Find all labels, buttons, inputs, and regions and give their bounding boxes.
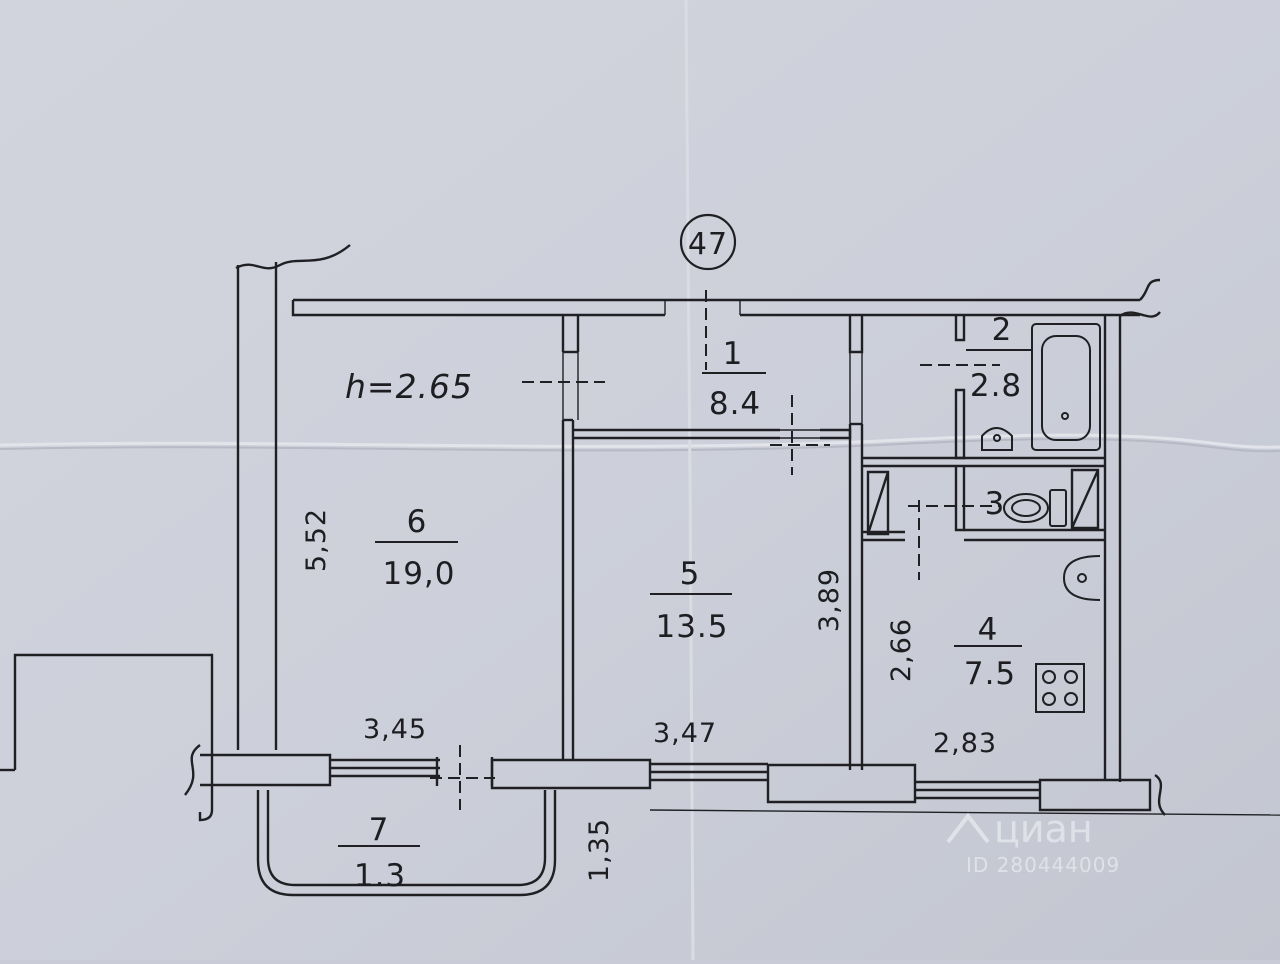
watermark-logo-icon <box>946 812 990 844</box>
paper-fold-horizontal <box>0 433 1280 449</box>
building-marker-number: 47 <box>688 227 728 262</box>
ceiling-height-label: h=2.65 <box>345 367 473 406</box>
room-7-number: 7 <box>369 812 390 848</box>
washbasin-bathroom <box>981 427 1013 451</box>
bathtub <box>1031 323 1101 451</box>
left-wall-break <box>235 244 351 270</box>
ground-line <box>649 809 1280 816</box>
pier-right <box>1038 778 1152 812</box>
top-wall-break <box>1139 278 1161 301</box>
walls <box>0 244 1280 897</box>
window-6 <box>330 758 440 778</box>
balcony-outline-outer <box>256 790 557 897</box>
room-4-label: 4 7.5 <box>954 612 1022 692</box>
paper-fold-shadow <box>0 438 1280 453</box>
room-4-area: 7.5 <box>964 656 1016 692</box>
bottom-wall-break-left <box>184 744 201 796</box>
room-4-number: 4 <box>978 612 999 648</box>
room-1-number: 1 <box>723 336 744 372</box>
dimension-room6-width: 3,45 <box>363 714 427 745</box>
room-5-number: 5 <box>680 556 701 592</box>
dimension-room6-length: 5,52 <box>301 508 332 572</box>
window-5 <box>650 762 768 782</box>
kitchen-sink <box>1062 555 1101 601</box>
neighbour-outline <box>13 653 214 822</box>
room-6-area: 19,0 <box>382 556 455 592</box>
room-5-label: 5 13.5 <box>650 556 732 645</box>
room-6-label: 6 19,0 <box>375 504 458 592</box>
room-7-area: 1.3 <box>354 858 406 894</box>
bottom-wall-break-right <box>1154 774 1166 816</box>
dimension-kitchen-length: 2,66 <box>886 618 917 682</box>
watermark-brand: циан <box>994 807 1093 851</box>
room-2-area: 2.8 <box>970 368 1022 404</box>
toilet <box>1003 489 1067 527</box>
dimension-room5-length: 3,89 <box>814 568 845 632</box>
window-4 <box>915 780 1040 800</box>
room-6-number: 6 <box>407 504 428 540</box>
wall-1-2-upper <box>848 316 864 354</box>
building-marker-circle <box>679 213 737 271</box>
dimension-room5-width: 3,47 <box>653 718 717 749</box>
closet-shape <box>866 470 890 536</box>
room-3-number: 3 <box>985 486 1006 522</box>
riser-shape <box>1070 468 1100 530</box>
wall-3-left <box>954 466 966 532</box>
room-2-label: 2 2.8 <box>966 312 1032 404</box>
room-1-label: 1 8.4 <box>702 336 766 422</box>
room-3-label: 3 <box>985 486 1006 522</box>
paper-fold-vertical <box>684 0 695 961</box>
building-marker: 47 <box>679 213 737 271</box>
bottom-wall-left <box>200 753 332 787</box>
room-2-number: 2 <box>992 312 1013 348</box>
wall-2-upper <box>954 316 966 342</box>
room-7-label: 7 1.3 <box>338 812 420 894</box>
door-openings <box>562 300 905 533</box>
stove <box>1035 663 1085 713</box>
room-5-area: 13.5 <box>655 609 728 645</box>
balcony-outline-inner <box>266 790 547 887</box>
right-wall-break <box>1119 311 1161 318</box>
top-wall-inner-left <box>291 300 665 317</box>
watermark: циан ID 280444009 <box>946 807 1120 877</box>
dimension-kitchen-width: 2,83 <box>933 728 997 759</box>
pier-5-4 <box>766 763 917 804</box>
room-1-area: 8.4 <box>709 386 761 422</box>
watermark-id: ID 280444009 <box>966 853 1120 877</box>
dimension-balcony-depth: 1,35 <box>584 818 615 882</box>
